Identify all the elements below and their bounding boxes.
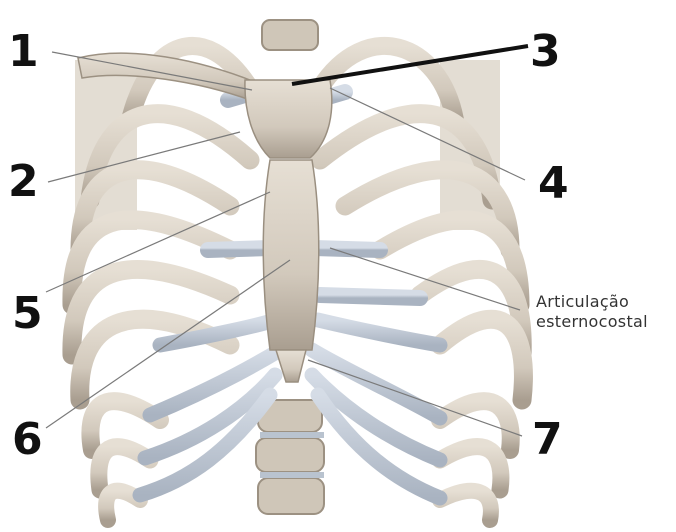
manubrium (245, 80, 332, 158)
label-number-2: 2 (8, 160, 39, 204)
label-number-7: 7 (532, 418, 563, 462)
label-number-4: 4 (538, 162, 569, 206)
label-number-5: 5 (12, 292, 43, 336)
sternal-body (263, 160, 319, 350)
intervertebral-disc (260, 472, 324, 478)
label-number-1: 1 (8, 30, 39, 74)
label-number-6: 6 (12, 418, 43, 462)
sternocostal-joint-label: Articulação esternocostal (536, 292, 648, 332)
label-number-3: 3 (530, 30, 561, 74)
sternocostal-joint-label-line1: Articulação (536, 292, 648, 312)
sternum (245, 80, 332, 382)
sternocostal-joint-label-line2: esternocostal (536, 312, 648, 332)
intervertebral-disc (260, 432, 324, 438)
